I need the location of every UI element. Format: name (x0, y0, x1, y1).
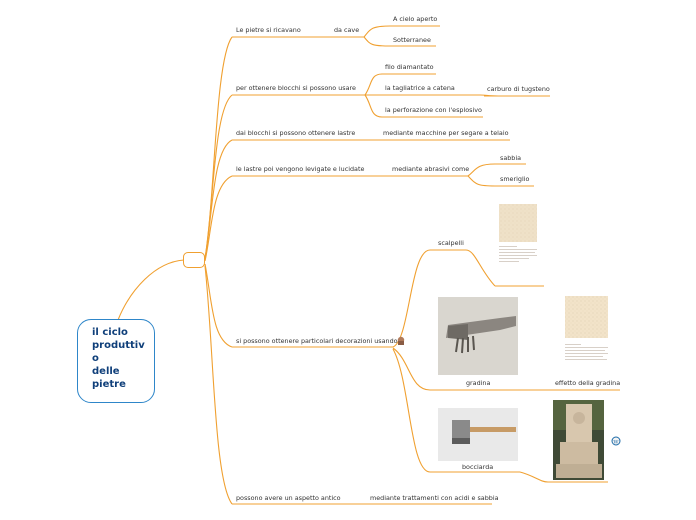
connector-b5 (204, 263, 233, 348)
node-gradina[interactable]: gradina (466, 379, 491, 387)
root-line-2: produttiv (92, 340, 145, 351)
node-carburo[interactable]: carburo di tugsteno (487, 85, 550, 93)
branch-levigate[interactable]: le lastre poi vengono levigate e lucidat… (236, 165, 365, 173)
node-macchine-telaio[interactable]: mediante macchine per segare a telaio (383, 129, 509, 137)
gradina-caption-lines (565, 344, 608, 362)
svg-text:W: W (613, 440, 619, 446)
root-line-4: delle (92, 366, 120, 377)
node-filo-diamantato[interactable]: filo diamantato (385, 63, 434, 71)
connector-root-hub (117, 259, 185, 321)
central-hub-node[interactable] (183, 252, 205, 268)
root-line-1: il ciclo (92, 327, 128, 338)
node-effetto-gradina[interactable]: effetto della gradina (555, 379, 621, 387)
node-da-cave[interactable]: da cave (334, 26, 360, 34)
node-perforazione[interactable]: la perforazione con l'esplosivo (385, 106, 482, 114)
branch-aspetto-antico[interactable]: possono avere un aspetto antico (236, 494, 341, 502)
image-stone-fountain (553, 400, 604, 480)
wikipedia-icon[interactable]: W (611, 436, 621, 446)
node-scalpelli[interactable]: scalpelli (438, 239, 464, 247)
image-texture-gradina (565, 296, 608, 338)
node-sabbia[interactable]: sabbia (500, 154, 522, 162)
root-line-3: o (92, 353, 99, 364)
connector-b3 (204, 139, 233, 261)
branch-lastre[interactable]: dai blocchi si possono ottenere lastre (236, 129, 356, 137)
image-gradina-tool (438, 297, 518, 375)
branch-blocchi[interactable]: per ottenere blocchi si possono usare (236, 84, 356, 92)
root-line-5: pietre (92, 379, 126, 390)
node-cielo-aperto[interactable]: A cielo aperto (393, 15, 438, 23)
node-acidi-sabbia[interactable]: mediante trattamenti con acidi e sabbia (370, 494, 499, 502)
node-sotterranee[interactable]: Sotterranee (393, 36, 431, 44)
node-smeriglio[interactable]: smeriglio (500, 175, 530, 183)
attachment-icon[interactable] (397, 336, 405, 345)
node-tagliatrice[interactable]: la tagliatrice a catena (385, 84, 455, 92)
image-bocciarda-hammer (438, 408, 518, 461)
connector-b6 (204, 265, 233, 505)
image-texture-scalpelli (499, 204, 537, 242)
root-node[interactable]: il ciclo produttiv o delle pietre (77, 319, 155, 403)
connector-b4 (204, 175, 233, 262)
branch-decorazioni[interactable]: si possono ottenere particolari decorazi… (236, 337, 398, 345)
node-abrasivi[interactable]: mediante abrasivi come (392, 165, 470, 173)
scalpelli-caption-lines (499, 246, 537, 264)
node-bocciarda[interactable]: bocciarda (462, 463, 494, 471)
branch-pietre-ricavano[interactable]: Le pietre si ricavano (236, 26, 301, 34)
